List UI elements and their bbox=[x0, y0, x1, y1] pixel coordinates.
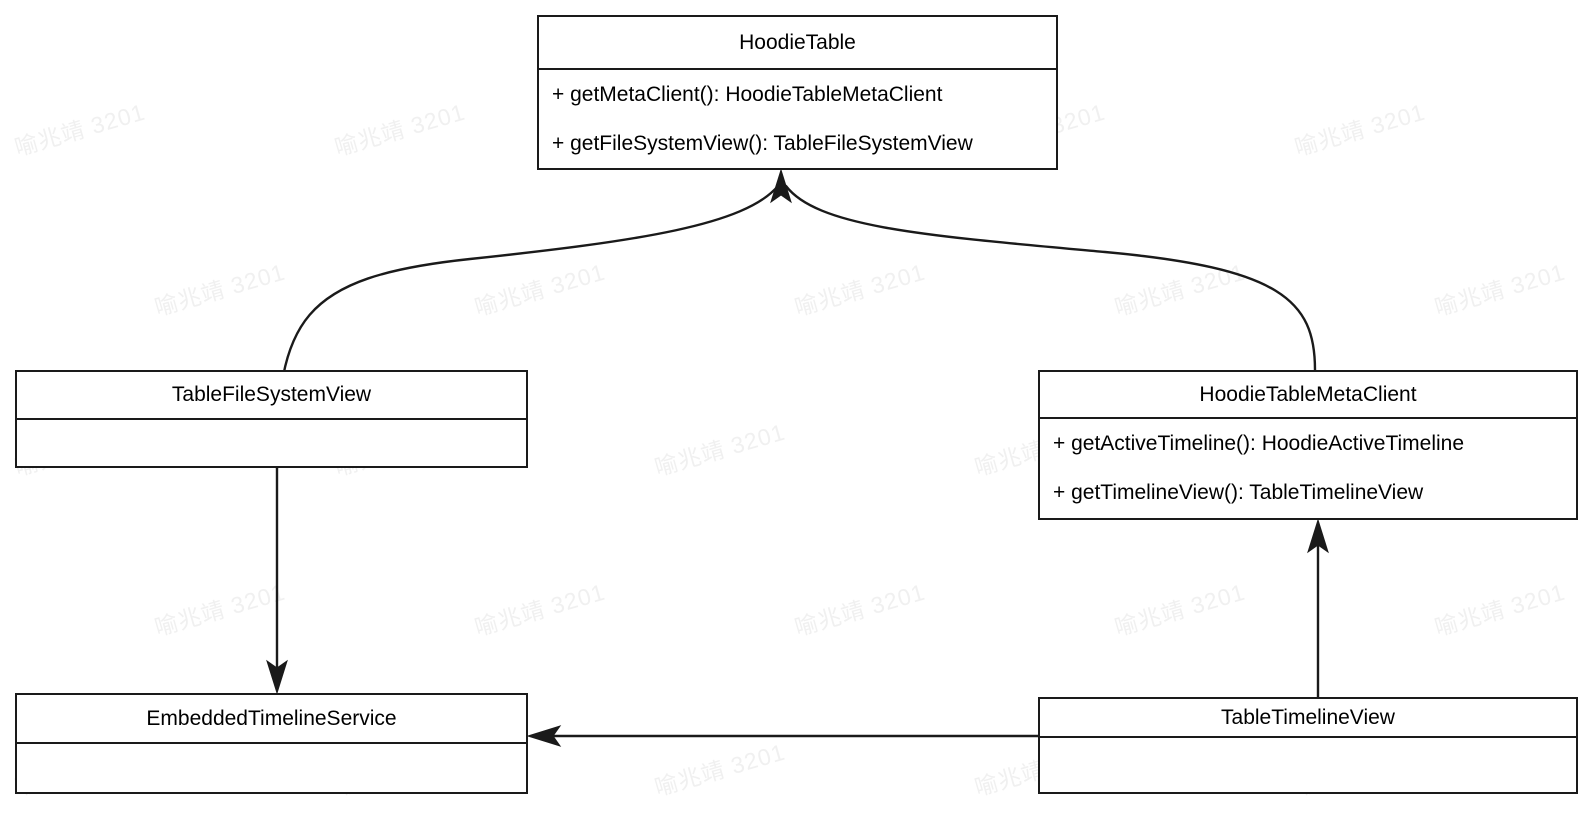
class-members-table-timeline-view bbox=[1040, 738, 1576, 792]
watermark-text: 喻兆靖 3201 bbox=[11, 98, 149, 161]
watermark-text: 喻兆靖 3201 bbox=[471, 258, 609, 321]
class-name-embedded-timeline-service: EmbeddedTimelineService bbox=[17, 695, 526, 744]
watermark-text: 喻兆靖 3201 bbox=[1111, 578, 1249, 641]
class-box-table-file-system-view[interactable]: TableFileSystemView bbox=[15, 370, 528, 468]
arrowhead-into-embedded-right bbox=[526, 725, 562, 747]
class-member: + getActiveTimeline(): HoodieActiveTimel… bbox=[1053, 431, 1465, 455]
class-members-table-file-system-view bbox=[17, 420, 526, 466]
class-name-hoodie-table: HoodieTable bbox=[539, 17, 1056, 70]
class-member: + getTimelineView(): TableTimelineView bbox=[1053, 481, 1424, 505]
arrowhead-into-embedded-top bbox=[266, 659, 288, 695]
edge-metaclient-to-hoodietable bbox=[784, 184, 1317, 372]
watermark-text: 喻兆靖 3201 bbox=[791, 258, 929, 321]
class-box-hoodie-table-meta-client[interactable]: HoodieTableMetaClient + getActiveTimelin… bbox=[1038, 370, 1578, 520]
watermark-text: 喻兆靖 3201 bbox=[791, 578, 929, 641]
watermark-text: 喻兆靖 3201 bbox=[1430, 0, 1569, 3]
class-member: + getMetaClient(): HoodieTableMetaClient bbox=[552, 82, 943, 106]
watermark-text: 喻兆靖 3201 bbox=[1431, 578, 1569, 641]
watermark-text: 喻兆靖 3201 bbox=[1291, 98, 1429, 161]
class-members-embedded-timeline-service bbox=[17, 744, 526, 792]
watermark-text: 喻兆靖 3201 bbox=[470, 0, 609, 3]
class-box-hoodie-table[interactable]: HoodieTable + getMetaClient(): HoodieTab… bbox=[537, 15, 1058, 170]
watermark-text: 喻兆靖 3201 bbox=[651, 738, 789, 801]
class-name-table-file-system-view: TableFileSystemView bbox=[17, 372, 526, 420]
watermark-text: 喻兆靖 3201 bbox=[471, 578, 609, 641]
watermark-text: 喻兆靖 3201 bbox=[331, 98, 469, 161]
arrowhead-into-metaclient-bottom bbox=[1307, 518, 1329, 554]
watermark-text: 喻兆靖 3201 bbox=[1111, 258, 1249, 321]
watermark-text: 喻兆靖 3201 bbox=[1110, 0, 1249, 3]
watermark-text: 喻兆靖 3201 bbox=[150, 0, 289, 3]
watermark-text: 喻兆靖 3201 bbox=[151, 258, 289, 321]
watermark-text: 喻兆靖 3201 bbox=[651, 418, 789, 481]
class-members-hoodie-table-meta-client: + getActiveTimeline(): HoodieActiveTimel… bbox=[1040, 419, 1576, 518]
class-name-table-timeline-view: TableTimelineView bbox=[1040, 699, 1576, 738]
class-box-embedded-timeline-service[interactable]: EmbeddedTimelineService bbox=[15, 693, 528, 794]
watermark-text: 喻兆靖 3201 bbox=[790, 0, 929, 3]
class-box-table-timeline-view[interactable]: TableTimelineView bbox=[1038, 697, 1578, 794]
watermark-text: 喻兆靖 3201 bbox=[1431, 258, 1569, 321]
class-member: + getFileSystemView(): TableFileSystemVi… bbox=[552, 131, 973, 155]
class-name-hoodie-table-meta-client: HoodieTableMetaClient bbox=[1040, 372, 1576, 419]
watermark-text: 喻兆靖 3201 bbox=[151, 578, 289, 641]
arrowhead-into-hoodietable bbox=[770, 168, 792, 204]
class-members-hoodie-table: + getMetaClient(): HoodieTableMetaClient… bbox=[539, 70, 1056, 168]
